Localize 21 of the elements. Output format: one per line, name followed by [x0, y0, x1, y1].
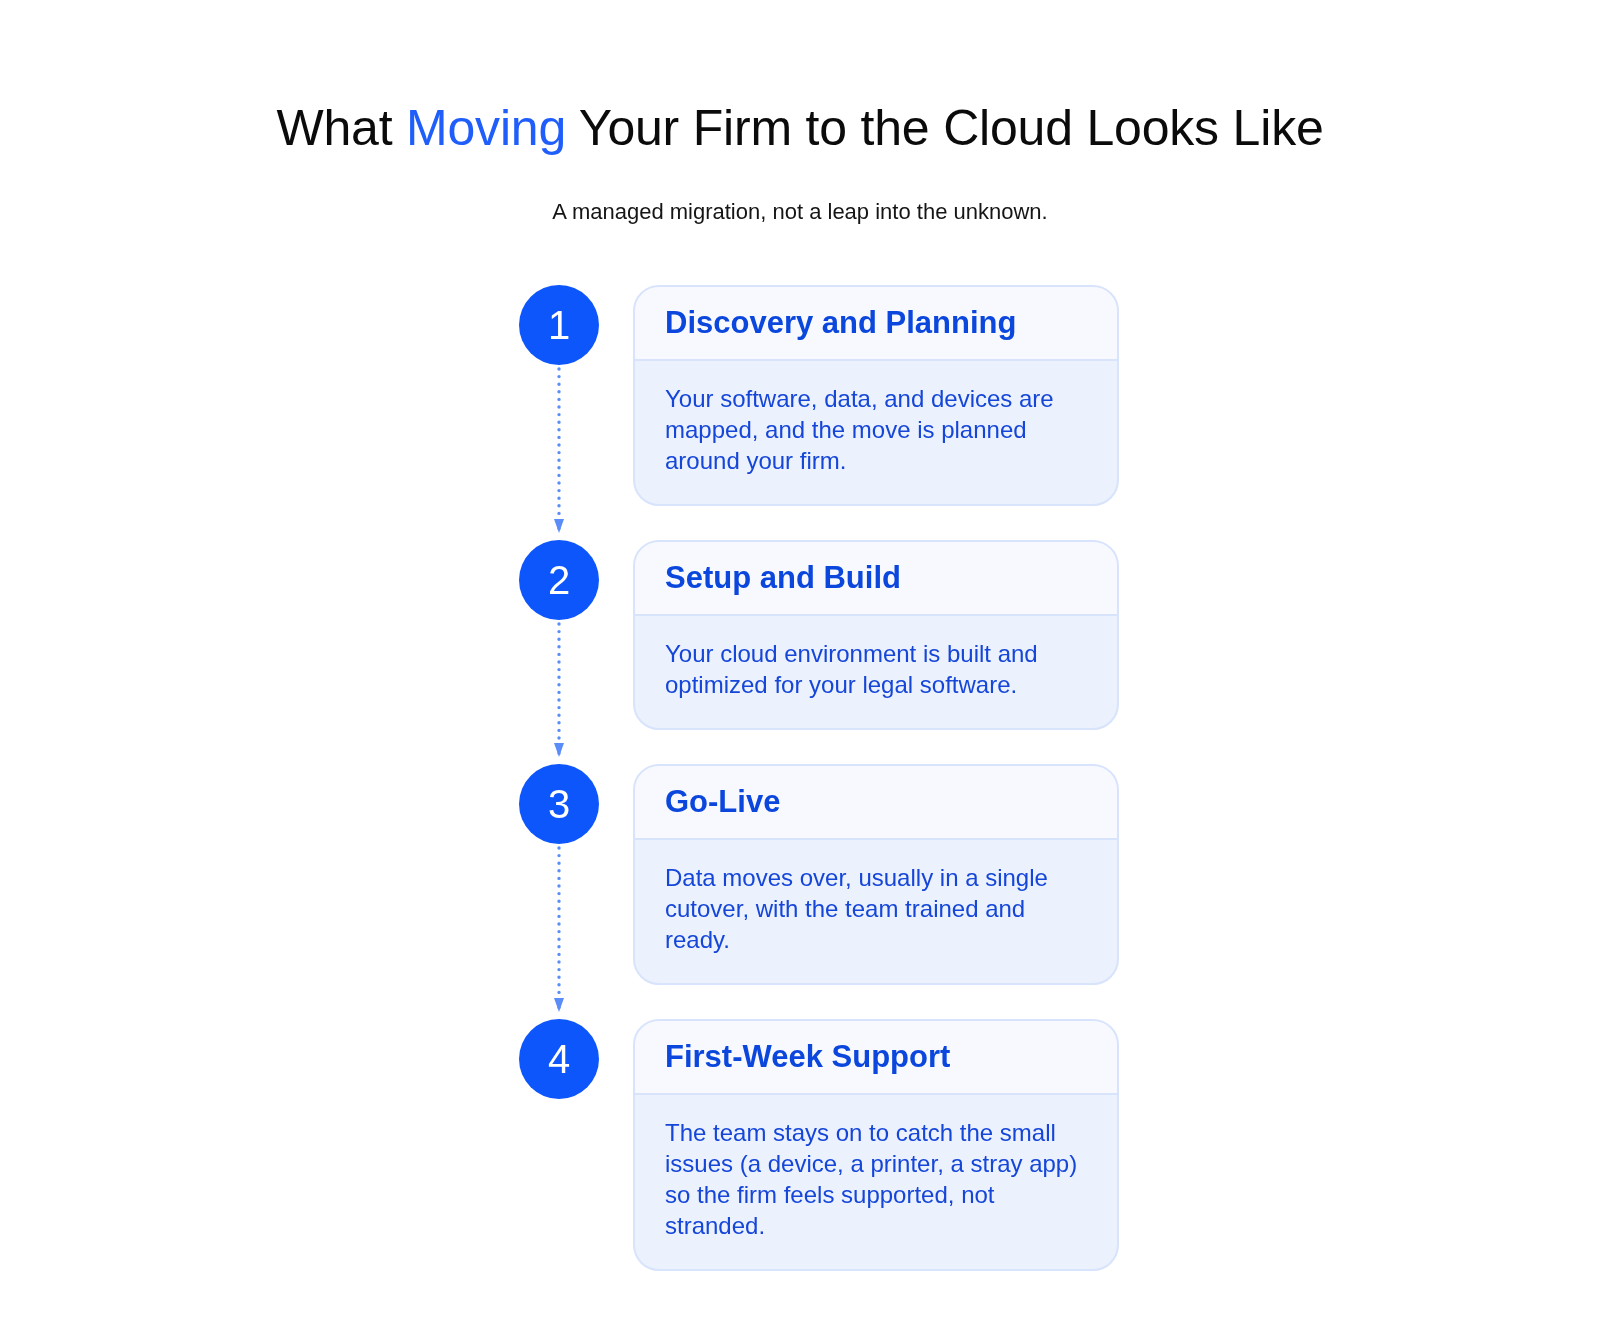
step-description: Your cloud environment is built and optimized for your legal software.: [664, 639, 1039, 700]
step-card: [633, 764, 1119, 985]
step-description: Data moves over, usually in a single cutover, with the team trained and ready.: [664, 863, 1049, 955]
step-heading: First-Week Support: [635, 1021, 1117, 1095]
step-heading: Go-Live: [635, 766, 1117, 840]
dotted-arrow: [554, 846, 564, 1013]
step-card: [633, 1019, 1119, 1271]
title: What Moving Your Firm to the Cloud Looks Like: [275, 99, 1325, 158]
subtitle: A managed migration, not a leap into the unknown.: [551, 198, 1049, 226]
dotted-arrow: [554, 622, 564, 758]
step-number: 4: [519, 1019, 599, 1099]
step-card: [633, 285, 1119, 506]
step-number: 1: [519, 285, 599, 365]
step-number: 2: [519, 540, 599, 620]
dotted-arrow: [554, 367, 564, 534]
step-card: [633, 540, 1119, 730]
step-description: Your software, data, and devices are mapped, and the move is planned around your firm.: [664, 384, 1055, 476]
step-number: 3: [519, 764, 599, 844]
step-heading: Discovery and Planning: [635, 287, 1117, 361]
step-description: The team stays on to catch the small issues (a device, a printer, a stray app) so the firm feels supported, not stranded.: [664, 1118, 1079, 1241]
step-heading: Setup and Build: [635, 542, 1117, 616]
